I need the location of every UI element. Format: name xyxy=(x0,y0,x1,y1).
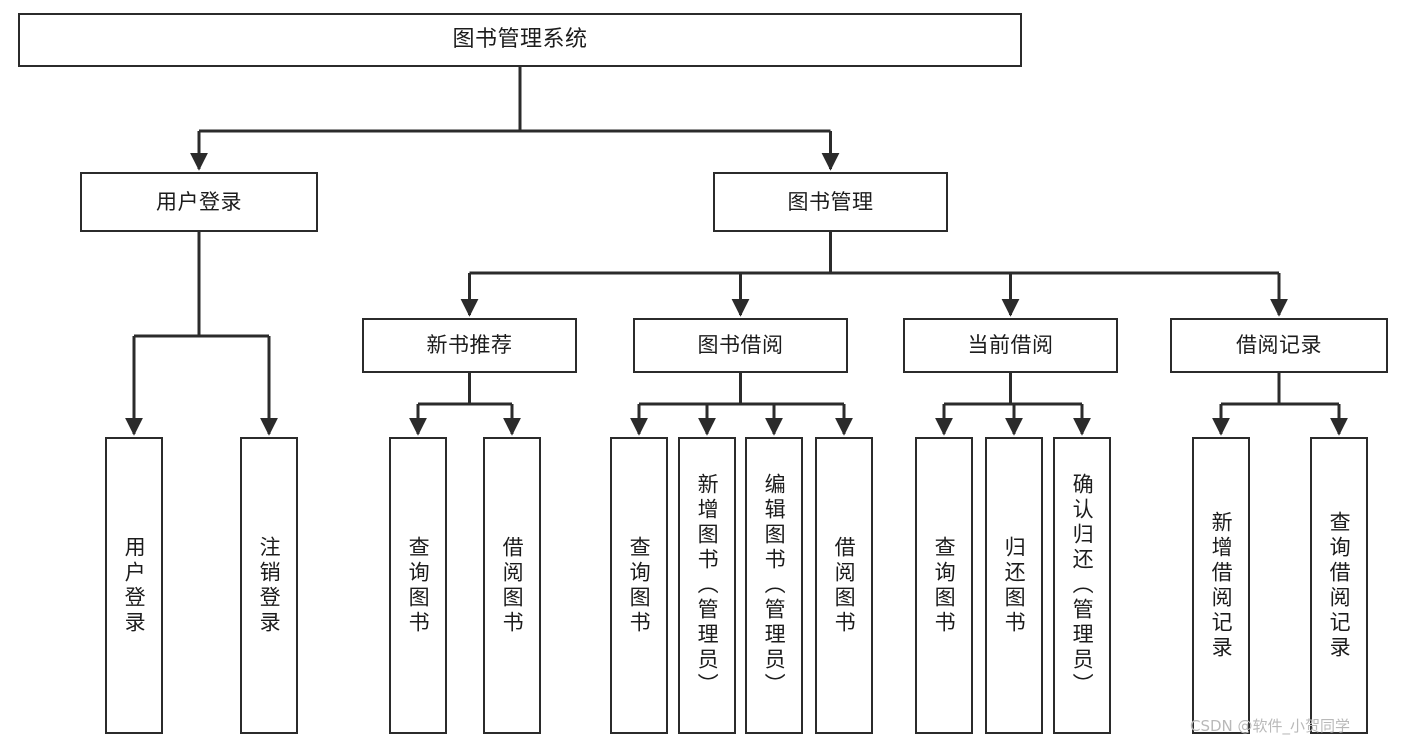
node-user-login-action[interactable]: 用户登录 xyxy=(105,437,163,734)
node-query-book-2-label: 查询图书 xyxy=(627,535,652,636)
node-confirm-return-admin[interactable]: 确认归还（管理员） xyxy=(1053,437,1111,734)
node-borrow-book-1[interactable]: 借阅图书 xyxy=(483,437,541,734)
node-book-management[interactable]: 图书管理 xyxy=(713,172,948,232)
node-borrow-book-1-label: 借阅图书 xyxy=(500,535,525,636)
node-user-login-label: 用户登录 xyxy=(156,189,242,214)
node-borrow-book-2[interactable]: 借阅图书 xyxy=(815,437,873,734)
node-query-book-2[interactable]: 查询图书 xyxy=(610,437,668,734)
node-add-borrow-record-label: 新增借阅记录 xyxy=(1209,510,1234,661)
node-borrow-record-label: 借阅记录 xyxy=(1236,333,1322,358)
node-borrow-record[interactable]: 借阅记录 xyxy=(1170,318,1388,373)
node-user-login-action-label: 用户登录 xyxy=(122,535,147,636)
node-user-logout-action-label: 注销登录 xyxy=(257,535,282,636)
node-query-book-1-label: 查询图书 xyxy=(406,535,431,636)
node-add-borrow-record[interactable]: 新增借阅记录 xyxy=(1192,437,1250,734)
node-new-book-recommend-label: 新书推荐 xyxy=(426,333,513,358)
node-root-label: 图书管理系统 xyxy=(452,27,588,53)
node-root[interactable]: 图书管理系统 xyxy=(18,13,1022,67)
node-return-book-label: 归还图书 xyxy=(1002,535,1027,636)
node-user-logout-action[interactable]: 注销登录 xyxy=(240,437,298,734)
node-edit-book-admin[interactable]: 编辑图书（管理员） xyxy=(745,437,803,734)
node-book-borrow-label: 图书借阅 xyxy=(697,333,784,358)
node-query-borrow-record-label: 查询借阅记录 xyxy=(1327,510,1352,661)
node-query-borrow-record[interactable]: 查询借阅记录 xyxy=(1310,437,1368,734)
node-return-book[interactable]: 归还图书 xyxy=(985,437,1043,734)
csdn-watermark: CSDN @软件_小贺同学 xyxy=(1190,717,1351,735)
node-user-login[interactable]: 用户登录 xyxy=(80,172,318,232)
node-query-book-3-label: 查询图书 xyxy=(932,535,957,636)
node-current-borrow[interactable]: 当前借阅 xyxy=(903,318,1118,373)
node-book-borrow[interactable]: 图书借阅 xyxy=(633,318,848,373)
node-book-management-label: 图书管理 xyxy=(787,189,874,214)
node-edit-book-admin-label: 编辑图书（管理员） xyxy=(762,473,787,698)
node-borrow-book-2-label: 借阅图书 xyxy=(832,535,857,636)
node-add-book-admin[interactable]: 新增图书（管理员） xyxy=(678,437,736,734)
node-current-borrow-label: 当前借阅 xyxy=(967,333,1054,358)
node-add-book-admin-label: 新增图书（管理员） xyxy=(695,473,720,698)
node-query-book-1[interactable]: 查询图书 xyxy=(389,437,447,734)
node-confirm-return-admin-label: 确认归还（管理员） xyxy=(1070,473,1095,698)
node-new-book-recommend[interactable]: 新书推荐 xyxy=(362,318,577,373)
node-query-book-3[interactable]: 查询图书 xyxy=(915,437,973,734)
